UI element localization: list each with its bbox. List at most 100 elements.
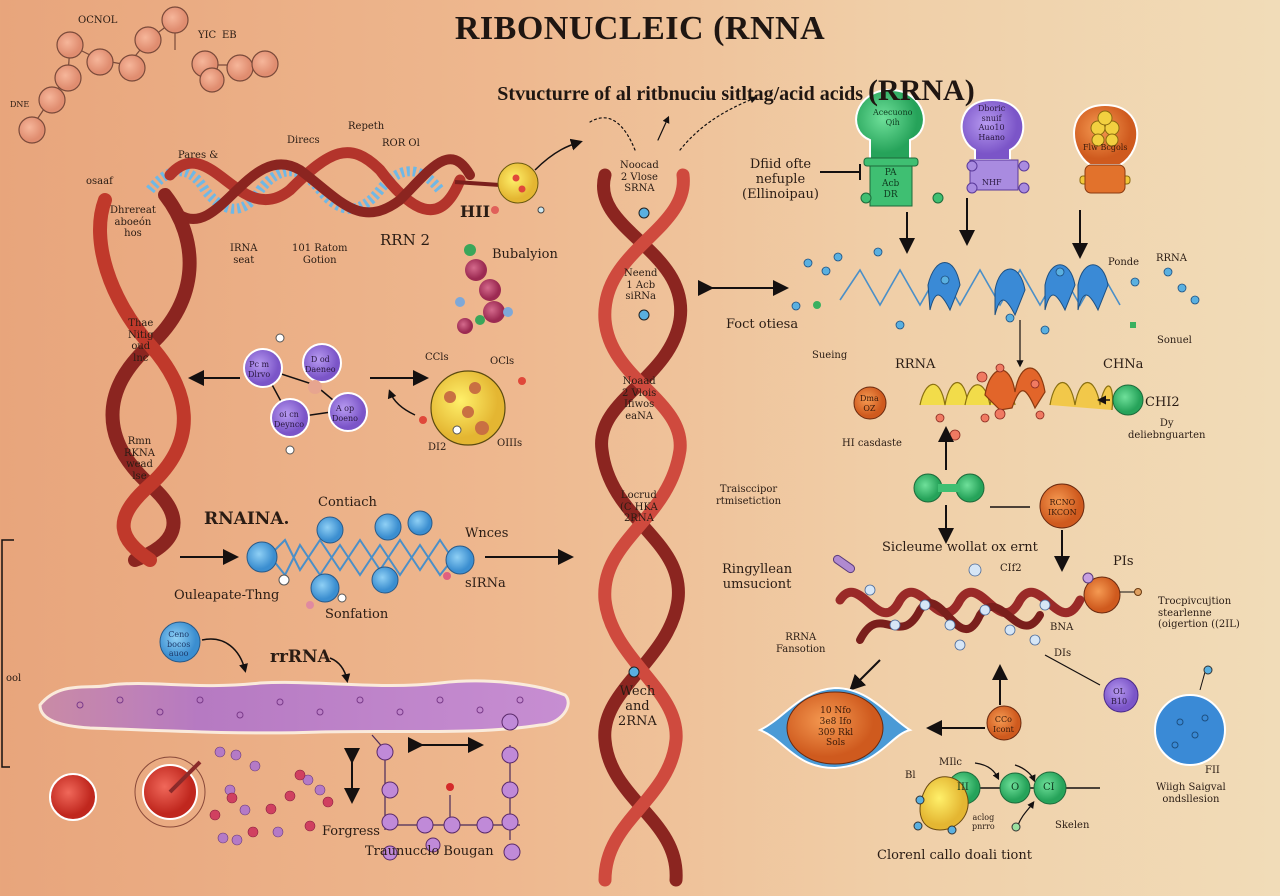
yellow-helix-label-chna: CHNa: [1103, 357, 1144, 372]
butalyion-label: Bubalyion: [492, 247, 558, 262]
skelen-label: Skelen: [1055, 820, 1090, 831]
horizontal-helix: [146, 147, 501, 224]
helix-label-repeat: Repeth: [348, 121, 385, 132]
blue-strand-label-sonfation: Sonfation: [325, 607, 389, 622]
molecule-label-dne: DNE: [10, 100, 30, 109]
main-title: RIBONUCLEIC (RNNA: [454, 10, 826, 47]
bl-label: Bl: [905, 770, 916, 781]
green-chain-node-3: CI: [1043, 782, 1055, 793]
subtitle-text: Stvucturre of al ritbnuciu sitltag/acid …: [497, 83, 864, 105]
trna-bulbs: [820, 88, 1139, 259]
bottom-right-cells: [757, 664, 1226, 835]
blue-helix-label-sonuel: Sonuel: [1157, 335, 1192, 346]
purple-cluster: [188, 333, 429, 455]
yellow-helix-label-rrna: RRNA: [895, 357, 936, 372]
helix-label-ratom: 101 Ratom Gotion: [292, 243, 348, 266]
molecule-label-ocnol: OCNOL: [78, 15, 118, 26]
blue-strand: [180, 510, 574, 609]
blue-helix-right: [791, 247, 1200, 368]
yellow-sphere-label-ccls: CCls: [425, 352, 449, 363]
rrna-label: rrRNA: [270, 647, 331, 667]
yellow-hii-sphere: [491, 138, 583, 214]
mlc-label: MIlc: [939, 757, 962, 768]
yellow-sphere-label-oiiis: OIIIs: [497, 438, 523, 449]
helix-label-pairs: Pares &: [178, 150, 219, 161]
ribosome-label-pis: PIs: [1113, 554, 1134, 569]
yellow-sphere-label-di2: DI2: [428, 442, 447, 453]
sicleume-label: Sicleume wollat ox ernt: [882, 540, 1038, 555]
rrna-edge-label: ool: [6, 673, 22, 684]
right-middle-molecules: [913, 430, 1085, 572]
blue-strand-label-waves: Wnces: [465, 526, 509, 541]
trna-left-label: Dfiid ofte nefuple (Ellinoipau): [742, 157, 819, 202]
molecule-label-eb: EB: [222, 30, 237, 41]
trna-purple-stem-text: NHF: [982, 178, 1002, 187]
blue-helix-label-left: Foct otiesa: [726, 317, 799, 332]
yellow-helix-label-hi: HI casdaste: [842, 438, 902, 449]
ribosome-label-bna: BNA: [1050, 622, 1074, 633]
ribosome-label-dis: DIs: [1054, 648, 1072, 659]
green-chain-node-2: O: [1011, 782, 1020, 793]
helix-label-rna-seat: IRNA seat: [230, 243, 258, 266]
clorenl-label: Clorenl callo doali tiont: [877, 848, 1032, 863]
yellow-helix-right: [853, 363, 1144, 470]
butalyion-molecule: [455, 244, 513, 334]
ribosome-complex: [832, 554, 1142, 691]
ribosome-label-cif2: CIf2: [1000, 563, 1022, 574]
green-chain-node-1: III: [957, 782, 969, 793]
blue-cell-label: FII: [1205, 765, 1220, 776]
left-helix-upper-text: Thae Nitig oud lnc: [128, 318, 154, 364]
left-helix-lower-text: Rmn RKNA wead lse: [124, 436, 155, 482]
blue-helix-label-sueing: Sueing: [812, 350, 848, 361]
blue-strand-label-ouleapate: Ouleapate-Thng: [174, 588, 280, 603]
molecule-label-yic: YIC: [198, 30, 217, 41]
top-left-molecule: [18, 6, 279, 144]
left-helix: [93, 188, 197, 567]
yellow-big-sphere: [387, 370, 526, 446]
helix-label-hii: HII: [460, 202, 491, 221]
helix-label-direct: Direcs: [287, 135, 320, 146]
blue-helix-label-rrna: RRNA: [1156, 253, 1188, 264]
subtitle-acronym: (RRNA): [868, 74, 975, 107]
rrna-section: [1, 539, 570, 861]
rrna-bottom-label: Traunucclo Bougan: [365, 844, 494, 859]
helix-label-left-side: Dhrereat aboeón hos: [110, 205, 156, 239]
subtitle: Stvucturre of al ritbnuciu sitltag/acid …: [96, 74, 1280, 108]
yellow-sphere-label-ocls: OCls: [490, 356, 515, 367]
blue-strand-label-contiach: Contiach: [318, 495, 377, 510]
blue-helix-label-ponde: Ponde: [1108, 257, 1140, 268]
rrna-forgress-label: Forgress: [322, 824, 380, 839]
helix-label-osaaf: osaaf: [86, 176, 113, 187]
yellow-helix-label-ch12: CHI2: [1145, 395, 1180, 410]
blue-strand-label-sirna: sIRNa: [465, 576, 506, 591]
blue-strand-label-rnaina: RNAINA.: [204, 509, 290, 529]
central-helix: [589, 96, 789, 887]
helix-label-rrn2: RRN 2: [380, 231, 431, 249]
